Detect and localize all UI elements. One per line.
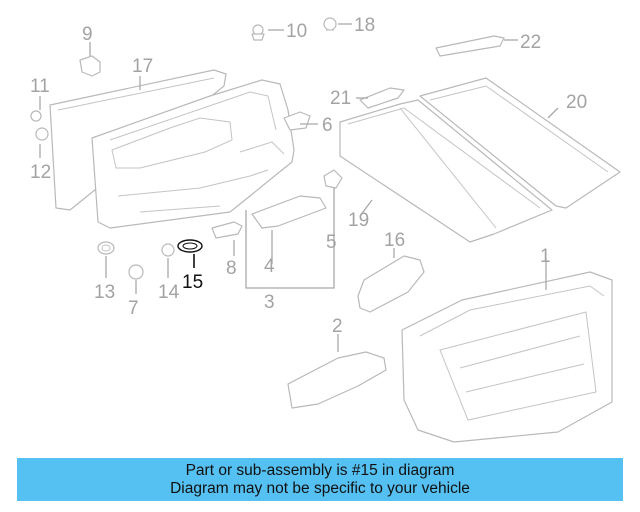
callout-14: 14 (158, 282, 180, 303)
part-21-hinge (359, 87, 405, 109)
callout-21: 21 (330, 88, 351, 109)
callout-19: 19 (348, 210, 369, 231)
part-16-panel (357, 255, 425, 313)
callout-8: 8 (226, 258, 237, 279)
callout-4: 4 (264, 256, 275, 277)
callout-18: 18 (354, 15, 375, 36)
part-9-clip (79, 55, 101, 77)
banner-line-2: Diagram may not be specific to your vehi… (170, 480, 470, 497)
part-20-cover (419, 77, 621, 209)
part-6-clip (283, 111, 311, 131)
part-7-plug (128, 264, 144, 280)
callout-15: 15 (182, 272, 203, 293)
callout-6: 6 (322, 115, 333, 136)
parts-diagram: 9 10 18 22 11 17 21 20 6 12 19 5 4 8 16 … (30, 15, 621, 443)
part-11-fastener (30, 110, 42, 122)
part-18-clip (323, 17, 337, 31)
callout-3: 3 (264, 292, 275, 313)
part-13-grommet (97, 241, 115, 255)
callout-9: 9 (82, 24, 93, 45)
part-5-clip (323, 169, 343, 189)
part-19-cargo-board (339, 99, 553, 243)
callout-1: 1 (540, 246, 551, 267)
part-1-side-panel (401, 271, 613, 443)
callout-2: 2 (332, 316, 343, 337)
callout-10: 10 (286, 21, 307, 42)
info-banner: Part or sub-assembly is #15 in diagram D… (17, 458, 623, 501)
part-14-plug (161, 243, 175, 257)
part-2-bracket (287, 351, 387, 409)
callout-7: 7 (128, 298, 139, 319)
callout-20: 20 (566, 92, 587, 113)
part-12-fastener (35, 127, 49, 141)
callout-11: 11 (30, 76, 50, 97)
callout-12: 12 (30, 162, 51, 183)
part-8-piece (211, 221, 243, 239)
callout-16: 16 (384, 230, 405, 251)
leader-lines (39, 23, 559, 352)
part-15-highlighted[interactable] (177, 239, 203, 253)
callout-labels: 9 10 18 22 11 17 21 20 6 12 19 5 4 8 16 … (30, 15, 587, 337)
quarter-trim-panel (91, 79, 295, 229)
part-10-screw (251, 24, 265, 41)
callout-22: 22 (520, 32, 541, 53)
banner-line-1: Part or sub-assembly is #15 in diagram (185, 462, 455, 479)
part-4-trim (251, 195, 327, 229)
callout-5: 5 (326, 232, 337, 253)
part-22-bracket (435, 35, 505, 57)
callout-13: 13 (94, 282, 115, 303)
callout-17: 17 (132, 56, 153, 77)
